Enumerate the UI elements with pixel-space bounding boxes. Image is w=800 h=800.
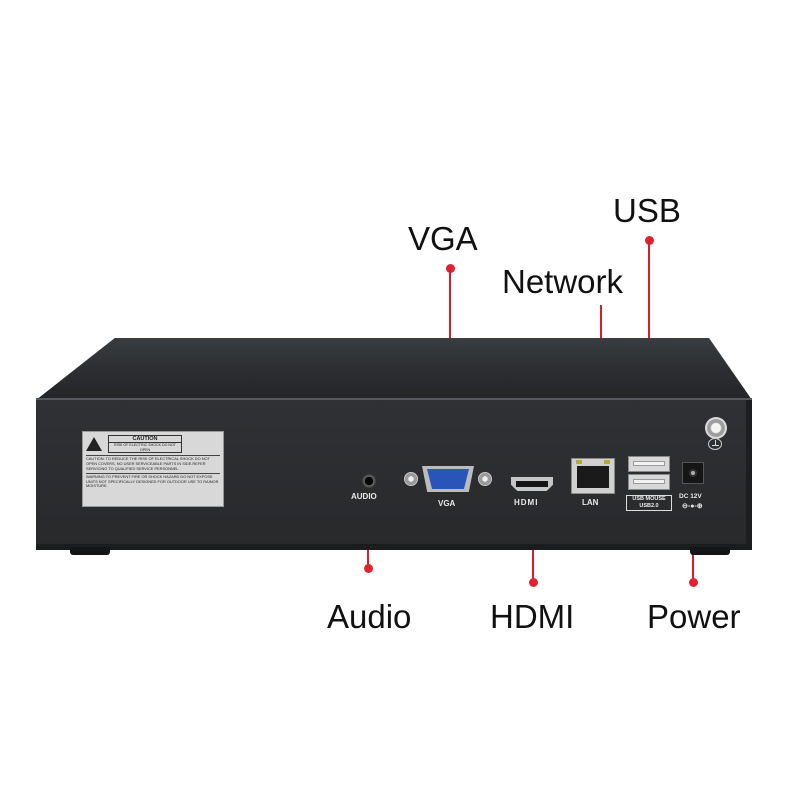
dc-port-label: DC 12V xyxy=(679,493,702,500)
dc-power-pin xyxy=(689,469,697,477)
warning-triangle-icon xyxy=(86,437,102,451)
ground-symbol-icon xyxy=(708,438,722,450)
callout-vga: VGA xyxy=(408,220,478,257)
audio-jack xyxy=(362,474,376,488)
usb-label-box: USB MOUSE USB2.0 xyxy=(626,495,672,511)
callout-power-dot xyxy=(689,578,698,587)
caution-title: CAUTION xyxy=(109,436,181,444)
lan-led-left xyxy=(576,460,582,464)
lan-port-label: LAN xyxy=(582,498,599,507)
audio-port-label: AUDIO xyxy=(351,492,377,501)
device-top-edge xyxy=(36,398,752,401)
caution-subtitle: RISK OF ELECTRIC SHOCK DO NOT OPEN xyxy=(114,443,176,452)
sticker-warning-1: CAUTION: TO REDUCE THE RISK OF ELECTRICA… xyxy=(86,456,210,471)
caution-box: CAUTION RISK OF ELECTRIC SHOCK DO NOT OP… xyxy=(108,434,182,454)
callout-audio-dot xyxy=(364,564,373,573)
hdmi-port-label: HDMI xyxy=(514,498,539,507)
usb-port-bottom-slot xyxy=(633,479,665,484)
callout-hdmi-dot xyxy=(529,578,538,587)
usb-version-label: USB2.0 xyxy=(639,503,659,509)
callout-network: Network xyxy=(502,263,624,300)
callout-usb: USB xyxy=(613,192,681,229)
device-bottom-edge xyxy=(36,544,752,550)
device-foot-left xyxy=(70,547,110,555)
vga-port-label: VGA xyxy=(438,499,456,508)
ground-screw xyxy=(705,417,727,439)
callout-audio: Audio xyxy=(327,598,412,635)
callout-hdmi: HDMI xyxy=(490,598,575,635)
vga-port xyxy=(404,466,492,492)
dc-polarity-icon: ⊖-●-⊕ xyxy=(682,503,703,510)
device-top-panel xyxy=(36,338,752,400)
callout-power: Power xyxy=(647,598,741,635)
lan-led-right xyxy=(604,460,610,464)
warning-sticker: CAUTION RISK OF ELECTRIC SHOCK DO NOT OP… xyxy=(82,431,224,507)
usb-port-top-slot xyxy=(633,461,665,466)
sticker-warning-2: WARNING:TO PREVENT FIRE OR SHOCK HAZARD … xyxy=(86,473,219,489)
lan-port-socket xyxy=(577,466,609,488)
device-foot-right xyxy=(690,547,730,555)
hdmi-port-slot xyxy=(516,481,548,487)
usb-mouse-label: USB MOUSE xyxy=(632,496,666,502)
